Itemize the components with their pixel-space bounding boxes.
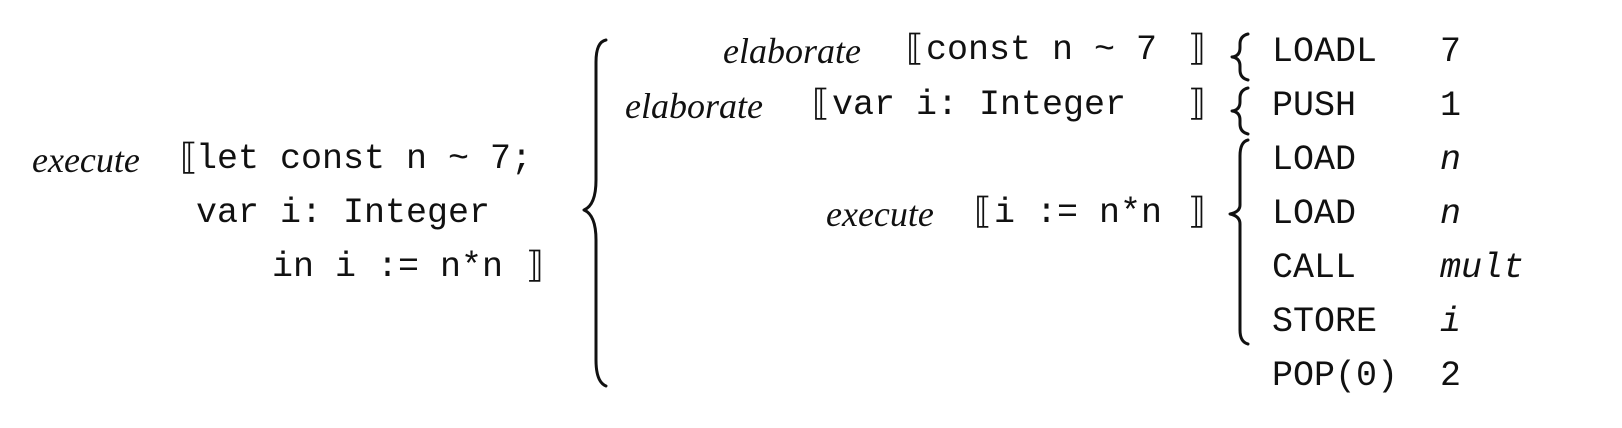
brace-elab-var-path: [1230, 86, 1250, 136]
instruction-op: LOADL: [1272, 32, 1378, 72]
instruction-arg: 1: [1440, 86, 1462, 126]
instruction-arg: mult: [1440, 248, 1525, 288]
sub-keyword-3: execute: [826, 194, 934, 234]
source-line-3: in i := n*n: [272, 247, 504, 287]
instruction-arg: n: [1440, 194, 1462, 234]
sub-keyword-1: elaborate: [723, 31, 861, 71]
source-line-2: var i: Integer: [196, 193, 491, 233]
instruction-op: PUSH: [1272, 86, 1357, 126]
instruction-op: CALL: [1272, 248, 1357, 288]
source-close-bracket: ⟧: [526, 245, 544, 286]
sub-close-bracket-1: ⟧: [1188, 28, 1206, 69]
instruction-arg: 2: [1440, 356, 1462, 396]
instruction-op: POP(0): [1272, 356, 1399, 396]
sub-close-bracket-3: ⟧: [1188, 191, 1206, 232]
source-keyword: execute: [32, 140, 140, 180]
source-line-1: let const n ~ 7;: [196, 139, 533, 179]
brace-exec-assign-path: [1228, 138, 1250, 346]
sub-phrase-2: var i: Integer: [832, 85, 1127, 125]
sub-open-bracket-1: ⟦: [906, 28, 924, 69]
instruction-op: STORE: [1272, 302, 1378, 342]
outer-brace-path: [582, 38, 608, 388]
instruction-op: LOAD: [1272, 194, 1357, 234]
sub-phrase-1: const n ~ 7: [926, 30, 1158, 70]
source-open-bracket: ⟦: [180, 137, 198, 178]
sub-phrase-3: i := n*n: [994, 193, 1163, 233]
instruction-op: LOAD: [1272, 140, 1357, 180]
instruction-arg: 7: [1440, 32, 1462, 72]
sub-close-bracket-2: ⟧: [1188, 83, 1206, 124]
instruction-arg: i: [1440, 302, 1462, 342]
instruction-arg: n: [1440, 140, 1462, 180]
brace-elab-const-path: [1230, 32, 1250, 82]
sub-open-bracket-3: ⟦: [974, 191, 992, 232]
sub-open-bracket-2: ⟦: [812, 83, 830, 124]
sub-keyword-2: elaborate: [625, 86, 763, 126]
